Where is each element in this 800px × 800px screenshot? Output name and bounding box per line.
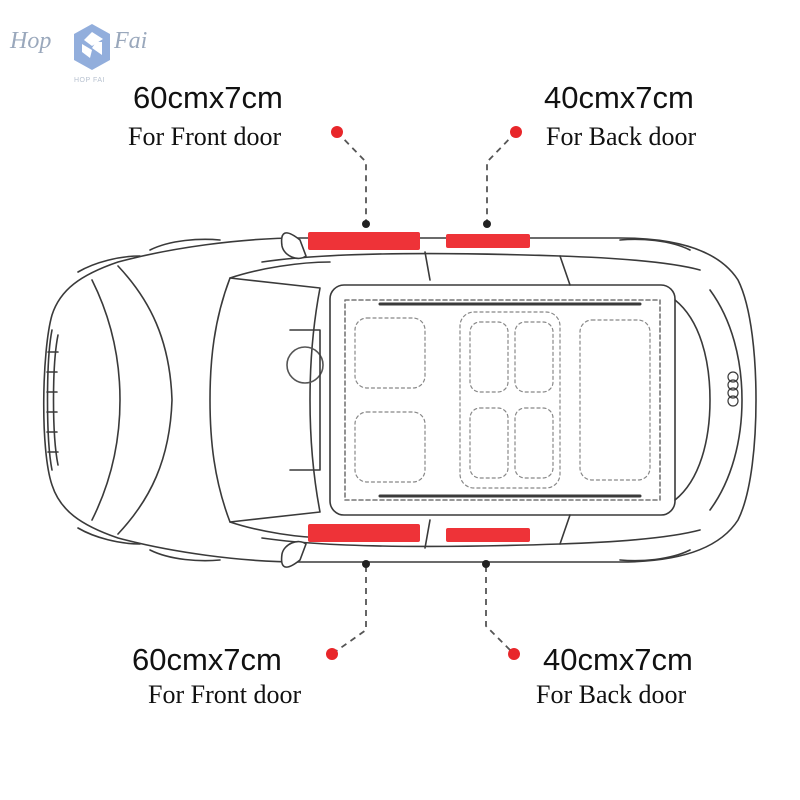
brand-tagline: HOP FAI (74, 77, 105, 84)
back-top-seal-strip (446, 234, 530, 248)
callout-dots (326, 126, 522, 660)
front-top-door-label: For Front door (128, 122, 282, 151)
front-top-size-label: 60cmx7cm (133, 80, 283, 115)
back-top-red-dot (510, 126, 522, 138)
front-top-anchor-dot (362, 220, 370, 228)
back-bottom-callout-line (485, 566, 515, 655)
brand-left-word: Hop (10, 28, 52, 54)
seal-strips (308, 232, 530, 542)
front-top-red-dot (331, 126, 343, 138)
front-bottom-red-dot (326, 648, 338, 660)
back-top-callout-line (486, 131, 517, 222)
back-bottom-size-label: 40cmx7cm (543, 642, 693, 677)
car-body (42, 232, 757, 568)
brand-right-word: Fai (114, 28, 148, 54)
front-bottom-door-label: For Front door (148, 680, 302, 709)
front-bottom-size-label: 60cmx7cm (132, 642, 282, 677)
front-top-callout-line (336, 131, 367, 222)
pinwheel-icon (74, 24, 110, 70)
back-top-size-label: 40cmx7cm (544, 80, 694, 115)
front-top-seal-strip (308, 232, 420, 250)
callout-lines (331, 131, 517, 655)
front-bottom-callout-line (331, 566, 367, 655)
back-bottom-door-label: For Back door (536, 680, 687, 709)
back-top-door-label: For Back door (546, 122, 697, 151)
brand-logo: Hop Fai HOP FAI (8, 18, 168, 88)
back-bottom-anchor-dot (482, 560, 490, 568)
front-bottom-anchor-dot (362, 560, 370, 568)
back-bottom-red-dot (508, 648, 520, 660)
back-top-anchor-dot (483, 220, 491, 228)
front-bottom-seal-strip (308, 524, 420, 542)
back-bottom-seal-strip (446, 528, 530, 542)
